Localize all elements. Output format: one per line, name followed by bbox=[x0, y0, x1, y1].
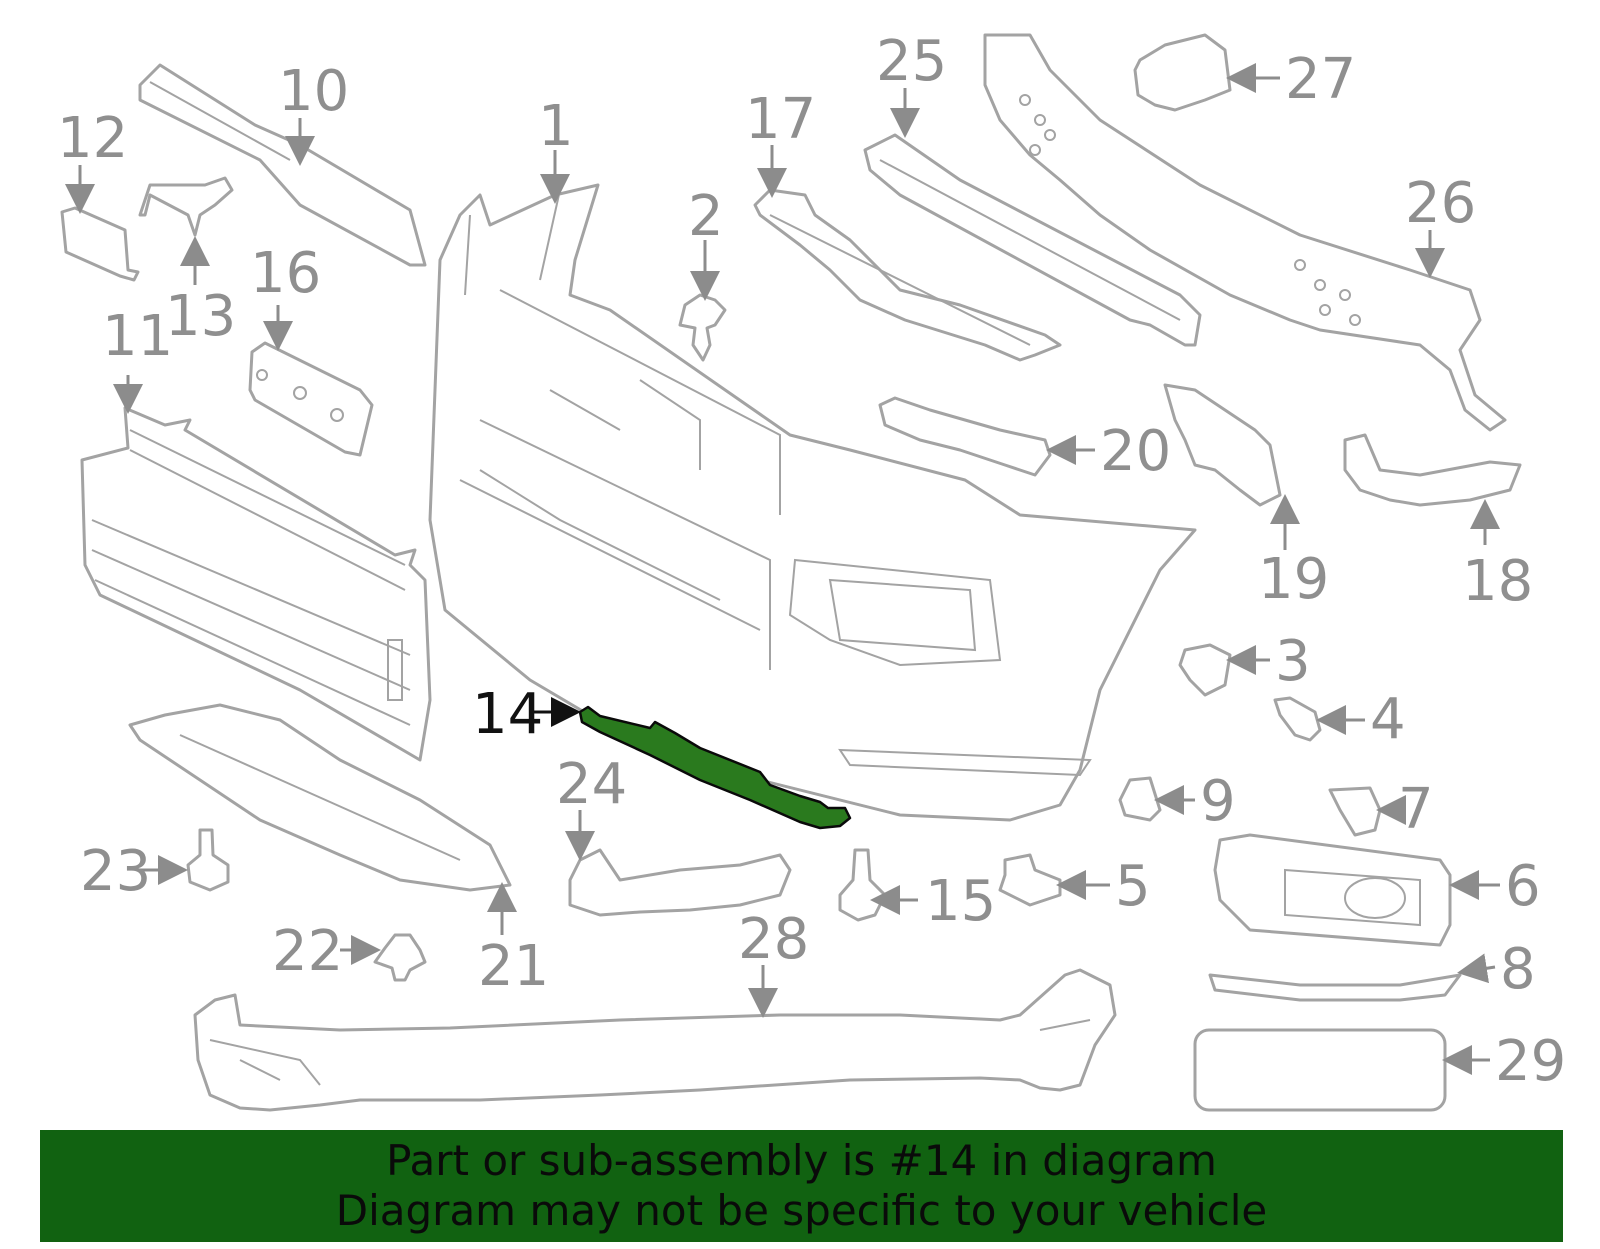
part-18-retainer bbox=[1343, 433, 1522, 507]
callout-11: 11 bbox=[102, 304, 173, 369]
callout-13: 13 bbox=[165, 284, 236, 349]
part-8-trim-strip bbox=[1208, 973, 1462, 1002]
callout-27: 27 bbox=[1285, 47, 1356, 112]
part-11-grille bbox=[80, 406, 432, 762]
callout-arrows bbox=[65, 63, 1500, 1075]
callout-18: 18 bbox=[1462, 549, 1533, 614]
callout-26: 26 bbox=[1405, 171, 1476, 236]
callout-22: 22 bbox=[272, 919, 343, 984]
callout-25: 25 bbox=[876, 29, 947, 94]
banner-line-part: Part or sub-assembly is #14 in diagram bbox=[386, 1136, 1217, 1185]
banner-line-disclaimer: Diagram may not be specific to your vehi… bbox=[335, 1186, 1268, 1235]
part-25-absorber bbox=[863, 133, 1202, 347]
callout-10: 10 bbox=[278, 59, 349, 124]
part-29-plate bbox=[1193, 1028, 1447, 1112]
part-20-bracket bbox=[878, 396, 1052, 477]
part-16-plate bbox=[248, 341, 374, 457]
part-5-retainer bbox=[998, 853, 1062, 907]
callout-14[interactable]: 14 bbox=[472, 682, 543, 747]
part-12-cover bbox=[60, 206, 140, 282]
part-6-fog-bezel bbox=[1213, 833, 1452, 947]
callout-16: 16 bbox=[250, 241, 321, 306]
part-17-reinforcement bbox=[753, 188, 1062, 362]
part-27-bracket bbox=[1133, 33, 1232, 112]
part-22-clip bbox=[373, 933, 427, 982]
part-3-clip bbox=[1178, 643, 1232, 697]
callout-15: 15 bbox=[925, 869, 996, 934]
callout-28: 28 bbox=[738, 907, 809, 972]
callout-12: 12 bbox=[57, 106, 128, 171]
callout-8: 8 bbox=[1500, 937, 1536, 1002]
callout-5: 5 bbox=[1115, 854, 1151, 919]
part-14-highlighted[interactable] bbox=[578, 705, 852, 830]
part-21-under-cover bbox=[128, 703, 512, 892]
callout-1: 1 bbox=[538, 94, 574, 159]
callout-9: 9 bbox=[1200, 769, 1236, 834]
callout-24: 24 bbox=[556, 752, 627, 817]
part-28-lower-spoiler bbox=[193, 968, 1117, 1112]
callout-29: 29 bbox=[1495, 1029, 1566, 1094]
part-2-clip bbox=[678, 293, 727, 362]
part-26-beam bbox=[983, 33, 1507, 432]
callout-3: 3 bbox=[1275, 629, 1311, 694]
callout-19: 19 bbox=[1258, 547, 1329, 612]
part-10-garnish bbox=[138, 63, 427, 267]
callout-17: 17 bbox=[745, 87, 816, 152]
callout-7: 7 bbox=[1398, 777, 1434, 842]
part-1-bumper-cover bbox=[428, 183, 1197, 822]
info-banner: Part or sub-assembly is #14 in diagram D… bbox=[40, 1130, 1563, 1242]
callout-2: 2 bbox=[688, 184, 724, 249]
callout-20: 20 bbox=[1100, 419, 1171, 484]
part-7-clip bbox=[1328, 786, 1382, 837]
callout-23: 23 bbox=[80, 839, 151, 904]
callout-6: 6 bbox=[1505, 854, 1541, 919]
part-4-screw bbox=[1273, 696, 1322, 742]
part-19-bracket bbox=[1163, 383, 1282, 507]
part-24-bracket bbox=[568, 848, 792, 917]
part-23-bolt bbox=[186, 828, 230, 892]
part-15-clip bbox=[838, 848, 887, 922]
part-13-bracket bbox=[138, 176, 234, 237]
callout-21: 21 bbox=[478, 934, 549, 999]
part-9-clip bbox=[1118, 776, 1162, 822]
callout-labels: 1 2 3 4 5 6 7 8 9 10 11 12 13 14 15 16 1… bbox=[57, 29, 1566, 1094]
callout-4: 4 bbox=[1370, 687, 1406, 752]
